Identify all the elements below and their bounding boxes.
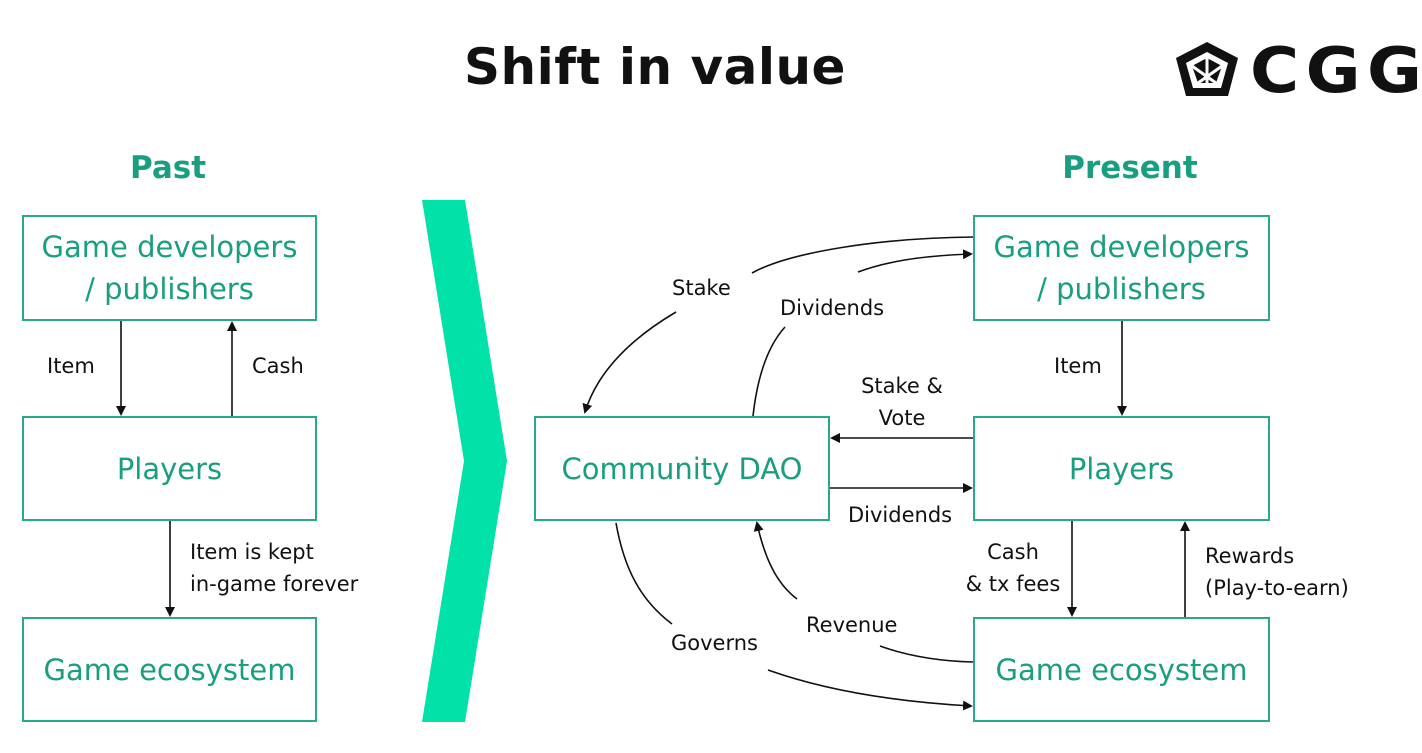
past-cash-label: Cash	[252, 354, 304, 378]
present-dividends-mid-label: Dividends	[848, 503, 953, 527]
past-heading: Past	[129, 150, 207, 186]
present-item-label: Item	[1054, 354, 1102, 378]
past-developers-line2: / publishers	[85, 272, 254, 306]
cgg-logo: CGG	[1172, 34, 1422, 107]
present-developers-line2: / publishers	[1037, 272, 1206, 306]
present-governs-arrow	[767, 669, 973, 711]
logo-text: CGG	[1250, 34, 1422, 107]
present-governs-label: Governs	[671, 631, 758, 655]
past-players-box: Players	[22, 416, 317, 521]
present-dividends-top-label: Dividends	[780, 296, 885, 320]
present-dao-box: Community DAO	[534, 416, 830, 521]
present-dividends-top-arrow	[857, 249, 973, 273]
past-item-label: Item	[47, 354, 95, 378]
cgg-triangle-logo-icon	[1176, 42, 1238, 96]
present-players-label: Players	[1068, 451, 1175, 486]
past-ecosystem-box: Game ecosystem	[22, 617, 317, 722]
present-rewards-label: Rewards (Play-to-earn)	[1205, 544, 1349, 600]
present-governs-arrow-tail	[615, 522, 673, 625]
present-revenue-arrow-tail	[753, 521, 798, 600]
chevron-divider	[422, 200, 507, 722]
present-ecosystem-box: Game ecosystem	[973, 617, 1270, 722]
present-stake-arrow	[751, 236, 974, 274]
present-dao-label: Community DAO	[561, 451, 803, 486]
past-ecosystem-label: Game ecosystem	[43, 652, 296, 687]
past-item-kept-label: Item is kept in-game forever	[190, 540, 359, 596]
present-ecosystem-label: Game ecosystem	[995, 652, 1248, 687]
page-title: Shift in value	[464, 38, 846, 96]
present-stake-vote-label: Stake & Vote	[861, 374, 943, 430]
present-revenue-arrow	[879, 645, 974, 663]
present-stake-label: Stake	[672, 276, 731, 300]
present-players-box: Players	[973, 416, 1270, 521]
past-developers-box: Game developers / publishers	[22, 215, 317, 321]
past-developers-line1: Game developers	[41, 230, 298, 264]
present-stake-arrow-tail	[582, 311, 677, 414]
present-developers-line1: Game developers	[993, 230, 1250, 264]
present-dividends-top-arrow-tail	[752, 326, 786, 417]
present-developers-box: Game developers / publishers	[973, 215, 1270, 321]
present-cash-fees-label: Cash & tx fees	[965, 540, 1061, 596]
past-players-label: Players	[116, 451, 223, 486]
present-revenue-label: Revenue	[806, 613, 898, 637]
present-heading: Present	[1062, 150, 1198, 186]
